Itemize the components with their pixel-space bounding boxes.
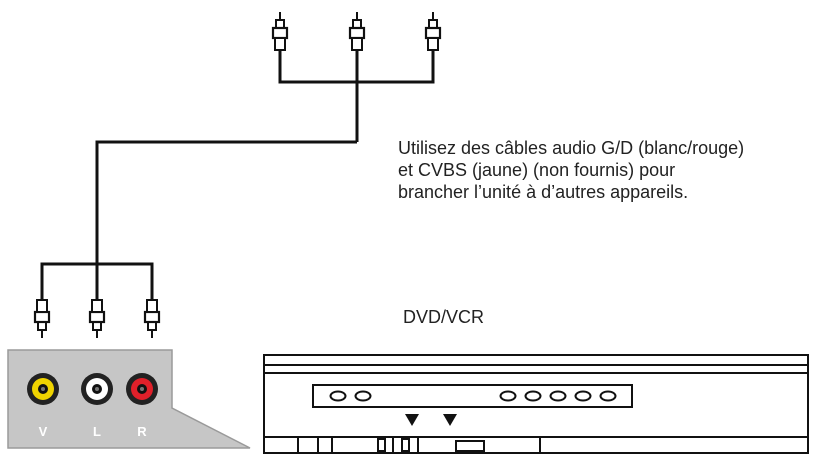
rca-jack-l: L <box>81 373 113 439</box>
jack-letter-r: R <box>137 424 147 439</box>
front-panel-inset <box>312 384 633 408</box>
device-buttons <box>329 390 617 402</box>
device-feet-slots <box>297 437 541 453</box>
bottom-plug-left-icon <box>88 298 106 340</box>
bottom-plug-right-icon <box>143 298 161 340</box>
arrow-down-icon <box>405 414 419 426</box>
top-plug-left-icon <box>348 10 366 52</box>
top-plug-video-icon <box>271 10 289 52</box>
caption-line-2: et CVBS (jaune) (non fournis) pour <box>398 160 676 180</box>
jack-panel-callout <box>7 349 251 449</box>
caption-line-3: brancher l’unité à d’autres appareils. <box>398 182 689 202</box>
jack-letter-l: L <box>93 424 101 439</box>
rca-jack-v: V <box>27 373 59 439</box>
jack-letter-v: V <box>39 424 48 439</box>
cable-lines <box>40 50 435 302</box>
connection-instructions: Utilisez des câbles audio G/D (blanc/rou… <box>398 137 830 203</box>
bottom-rca-plugs <box>33 298 161 340</box>
dvd-vcr-device <box>263 354 809 454</box>
rca-jack-r: R <box>126 373 158 439</box>
top-plug-right-icon <box>424 10 442 52</box>
bottom-plug-video-icon <box>33 298 51 340</box>
caption-line-1: Utilisez des câbles audio G/D (blanc/rou… <box>398 138 745 158</box>
arrow-down-icon <box>443 414 457 426</box>
top-rca-plugs <box>271 10 442 52</box>
device-label: DVD/VCR <box>403 307 485 327</box>
